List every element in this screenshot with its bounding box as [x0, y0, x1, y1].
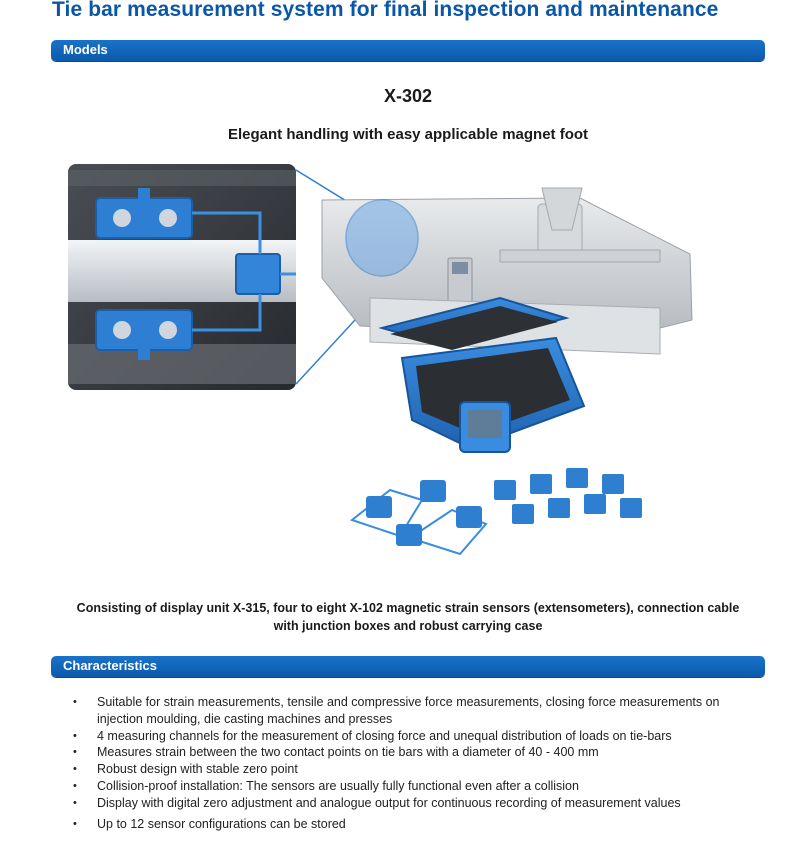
- product-caption: Consisting of display unit X-315, four t…: [76, 601, 740, 633]
- list-item: Suitable for strain measurements, tensil…: [70, 694, 760, 728]
- carrying-case: [378, 296, 586, 453]
- list-item: 4 measuring channels for the measurement…: [70, 728, 760, 745]
- models-section-label: Models: [63, 42, 108, 57]
- list-item: Measures strain between the two contact …: [70, 744, 760, 761]
- models-section-header: Models: [51, 40, 765, 61]
- page-title: Tie bar measurement system for final ins…: [52, 0, 719, 21]
- model-name: X-302: [383, 86, 433, 106]
- detail-inset: [68, 164, 296, 390]
- characteristics-section-header: Characteristics: [51, 656, 765, 677]
- list-item: Collision-proof installation: The sensor…: [70, 778, 760, 795]
- characteristics-list: Suitable for strain measurements, tensil…: [70, 694, 760, 832]
- list-item: Robust design with stable zero point: [70, 761, 760, 778]
- list-item: Up to 12 sensor configurations can be st…: [70, 816, 760, 833]
- product-illustration: [68, 164, 693, 556]
- characteristics-section-label: Characteristics: [63, 658, 157, 673]
- strain-sensors: [349, 468, 642, 556]
- list-item: Display with digital zero adjustment and…: [70, 795, 760, 812]
- model-subtitle: Elegant handling with easy applicable ma…: [227, 126, 589, 143]
